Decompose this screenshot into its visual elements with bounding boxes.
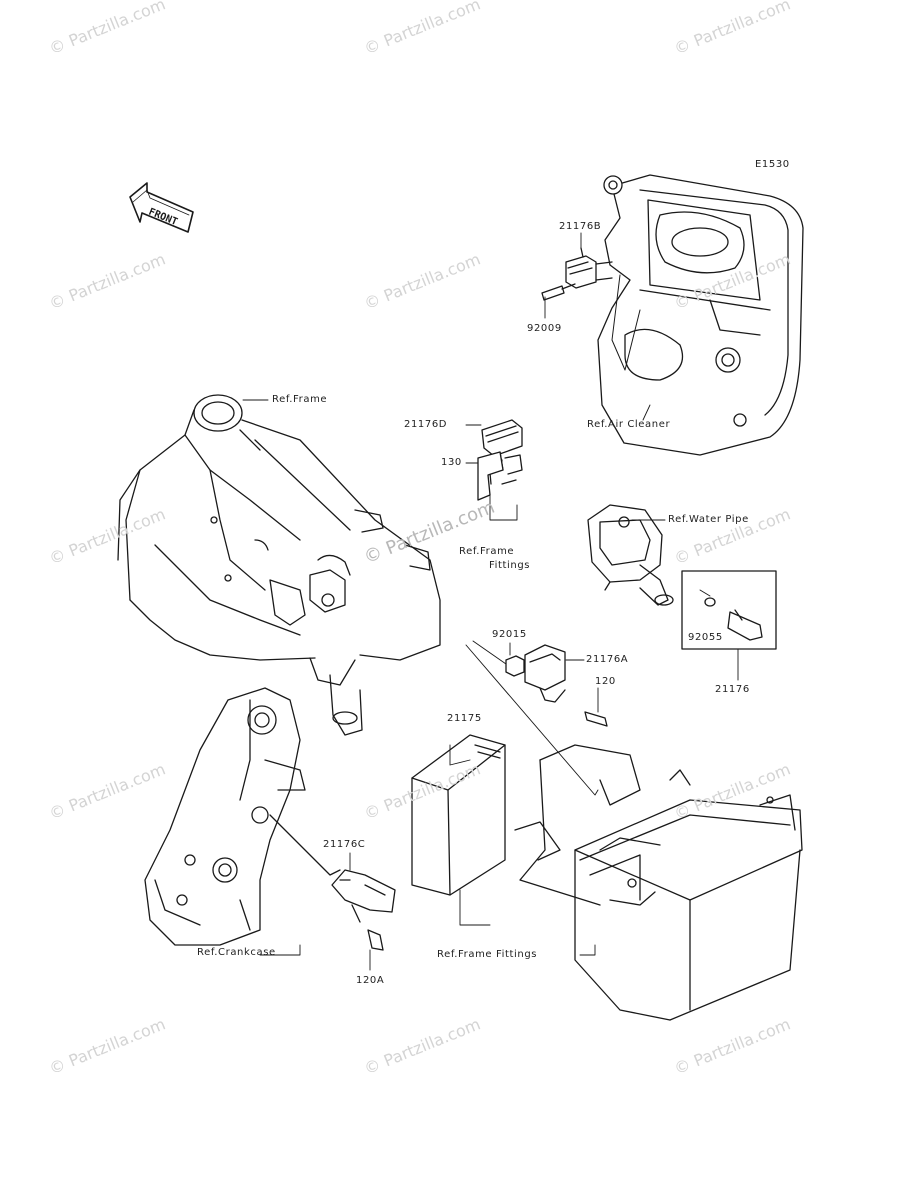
ref-label-frame-fittings-line2: Fittings bbox=[489, 560, 531, 571]
part-label-21176B: 21176B bbox=[559, 221, 602, 232]
ref-label-frame: Ref.Frame bbox=[272, 394, 328, 405]
battery-case bbox=[514, 744, 803, 1021]
part-label-120A: 120A bbox=[356, 975, 385, 986]
ref-label-air-cleaner: Ref.Air Cleaner bbox=[587, 419, 671, 430]
part-label-21176: 21176 bbox=[715, 684, 750, 695]
ref-label-frame-fittings: Ref.Frame Fittings bbox=[437, 949, 538, 960]
collar-92015 bbox=[505, 655, 525, 677]
part-label-21176D: 21176D bbox=[404, 419, 448, 430]
leader-lines bbox=[242, 232, 739, 971]
bracket bbox=[477, 451, 523, 501]
part-label-130: 130 bbox=[441, 457, 462, 468]
part-label-21176A: 21176A bbox=[586, 654, 629, 665]
part-label-120: 120 bbox=[595, 676, 616, 687]
sensor-21176-box bbox=[681, 570, 777, 650]
part-label-92015: 92015 bbox=[492, 629, 527, 640]
front-arrow-icon: FRONT bbox=[129, 182, 194, 233]
part-label-21176C: 21176C bbox=[323, 839, 366, 850]
sensor-21176A bbox=[524, 644, 566, 703]
bolt-120A bbox=[367, 929, 384, 951]
part-label-92055: 92055 bbox=[688, 632, 723, 643]
part-label-21175: 21175 bbox=[447, 713, 482, 724]
ref-label-frame-fittings-line1: Ref.Frame bbox=[459, 546, 515, 557]
screw-92009 bbox=[541, 283, 576, 301]
sensor-21176C bbox=[331, 869, 396, 923]
diagram-code: E1530 bbox=[755, 159, 790, 170]
part-label-92009: 92009 bbox=[527, 323, 562, 334]
ref-label-water-pipe: Ref.Water Pipe bbox=[668, 514, 749, 525]
ecu-21175 bbox=[411, 734, 506, 896]
air-cleaner-housing bbox=[597, 174, 804, 456]
sensor-21176B bbox=[565, 247, 613, 289]
crankcase bbox=[144, 687, 341, 946]
ref-label-crankcase: Ref.Crankcase bbox=[197, 947, 276, 958]
frame-assembly bbox=[117, 394, 441, 736]
bolt-120 bbox=[584, 711, 608, 727]
